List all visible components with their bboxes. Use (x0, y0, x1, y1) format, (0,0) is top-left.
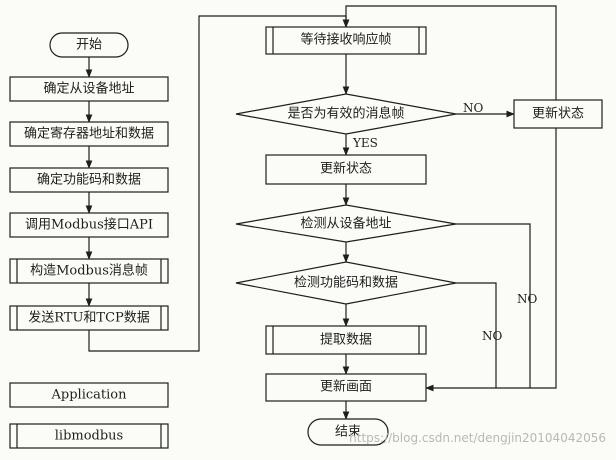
call-api-label: 调用Modbus接口API (25, 217, 153, 233)
edge-status-back-to-wait (342, 5, 557, 100)
send-data-box (9, 305, 169, 331)
send-data-label: 发送RTU和TCP数据 (28, 310, 150, 326)
legend-application-label: Application (51, 388, 128, 403)
confirm-register-label: 确定寄存器地址和数据 (24, 126, 154, 142)
start-label: 开始 (76, 38, 102, 53)
valid-frame-label: 是否为有效的消息帧 (287, 106, 404, 122)
build-frame-label: 构造Modbus消息帧 (30, 263, 148, 279)
confirm-slave-box (9, 76, 169, 102)
extract-data-label: 提取数据 (320, 332, 372, 348)
legend-libmodbus-box (9, 423, 169, 449)
valid-frame-decision (235, 93, 457, 135)
check-function-decision (235, 261, 457, 305)
confirm-function-label: 确定功能码和数据 (37, 173, 141, 188)
legend-application-box (9, 382, 169, 408)
update-screen-box (265, 373, 427, 402)
wait-response-box (265, 26, 427, 55)
edge-label-yes-valid: YES (352, 136, 378, 150)
check-slave-label: 检测从设备地址 (300, 216, 391, 232)
edge-status-to-update-screen (425, 128, 557, 392)
update-status-label: 更新状态 (320, 161, 372, 177)
update-status-right-box (513, 99, 603, 129)
wait-response-label: 等待接收响应帧 (300, 32, 391, 48)
confirm-register-box (9, 121, 169, 147)
edge-label-no-slave: NO (517, 292, 538, 306)
build-frame-box (9, 258, 169, 284)
confirm-function-box (9, 167, 169, 193)
start-terminal (49, 32, 129, 58)
legend-libmodbus-label: libmodbus (55, 429, 123, 444)
extract-data-box (265, 325, 427, 355)
end-terminal (307, 418, 389, 446)
edge-check-function-no (456, 282, 497, 388)
update-status-right-label: 更新状态 (532, 106, 584, 122)
edge-check-slave-no (456, 223, 531, 388)
edge-label-no-valid: NO (463, 101, 484, 115)
update-status-box (265, 154, 427, 185)
end-label: 结束 (335, 425, 361, 440)
update-screen-label: 更新画面 (320, 379, 372, 395)
call-api-box (9, 212, 169, 238)
check-slave-decision (235, 204, 457, 243)
watermark-text: https://blog.csdn.net/dengjin20104042056 (349, 431, 606, 445)
edge-label-no-function: NO (482, 329, 503, 343)
check-function-label: 检测功能码和数据 (294, 276, 398, 291)
confirm-slave-label: 确定从设备地址 (43, 81, 134, 97)
